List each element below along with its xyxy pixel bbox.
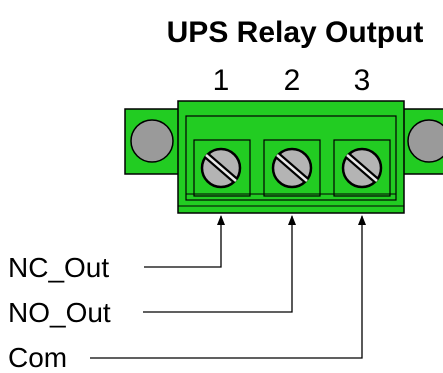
leader-line-nc-out (144, 215, 225, 268)
signal-label-com: Com (8, 342, 67, 373)
pin-number-1: 1 (213, 64, 230, 97)
leader-line-no-out (143, 215, 296, 313)
diagram-title: UPS Relay Output (167, 16, 424, 49)
screw-terminal-icon (200, 147, 242, 189)
screw-terminal-icon (341, 147, 383, 189)
signal-label-no-out: NO_Out (8, 297, 111, 328)
pin-number-2: 2 (284, 64, 301, 97)
signal-label-nc-out: NC_Out (8, 252, 109, 283)
mounting-hole-icon (130, 119, 174, 163)
leader-line-com (90, 215, 366, 359)
mounting-ear-left (124, 108, 181, 175)
pin-number-3: 3 (354, 64, 371, 97)
mounting-hole-icon (407, 119, 443, 163)
mounting-ear-right (401, 108, 443, 175)
screw-terminal-icon (271, 147, 313, 189)
